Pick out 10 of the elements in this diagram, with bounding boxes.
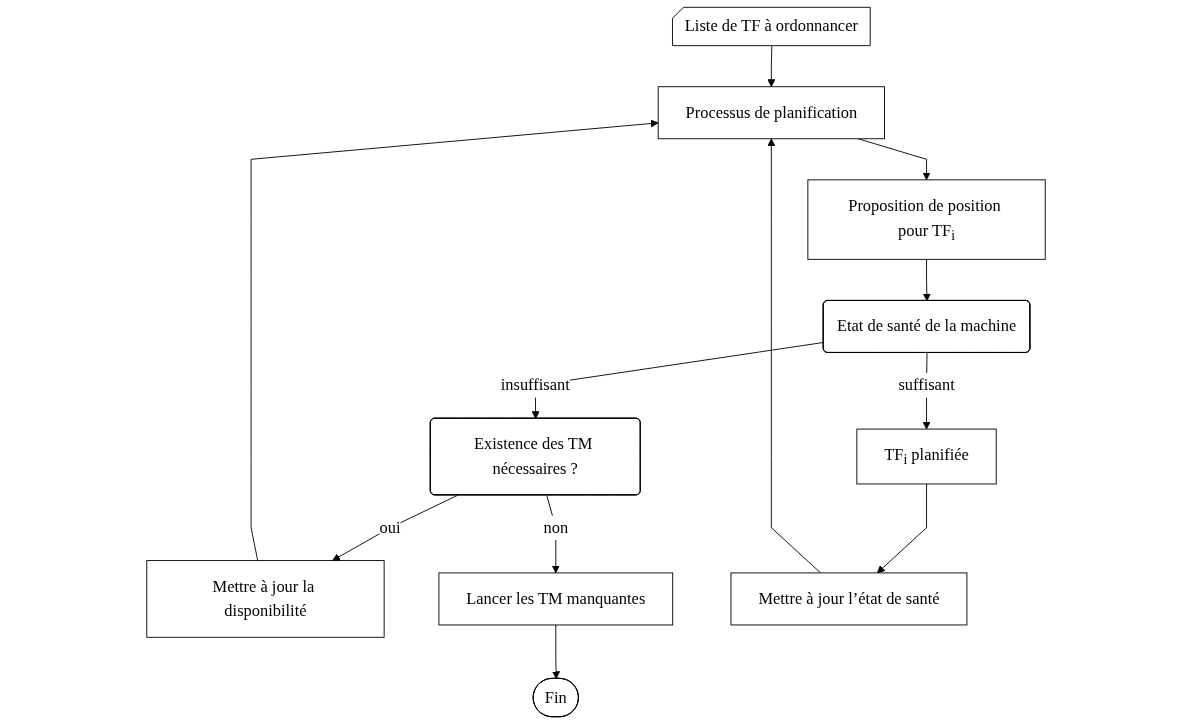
edge-label: non (543, 518, 569, 537)
node-box: Lancer les TM manquantes (438, 572, 674, 626)
node-box: Proposition de position pour TF$_{i}$ (807, 179, 1046, 260)
edge-label: suffisant (898, 375, 955, 394)
edge-label: insuffisant (500, 375, 570, 394)
node-box: TF$_{i}$ planifiée (856, 428, 997, 485)
node-box: Processus de planification (657, 86, 885, 140)
node-box: Mettre à jour la disponibilité (146, 560, 385, 638)
edge-label: oui (379, 518, 401, 537)
node-box: Mettre à jour l’état de santé (730, 572, 968, 626)
